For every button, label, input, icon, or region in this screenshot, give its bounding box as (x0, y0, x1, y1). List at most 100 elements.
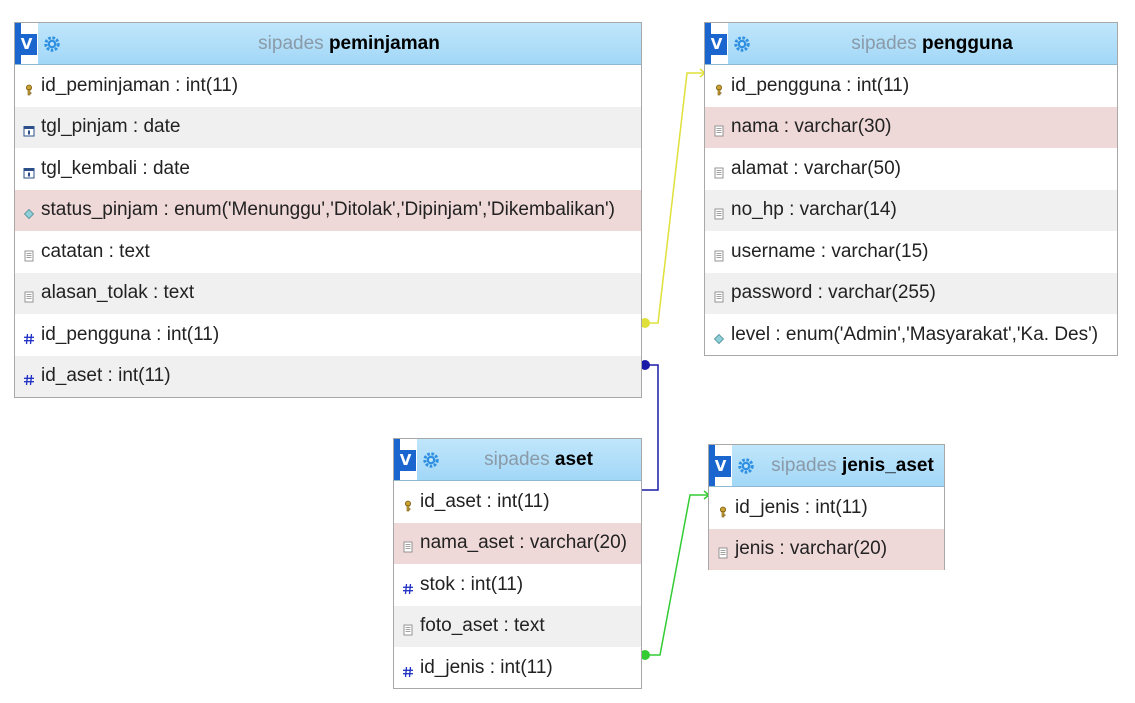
column-label: tgl_pinjam : date (41, 116, 181, 138)
column-label: status_pinjam : enum('Menunggu','Ditolak… (41, 199, 615, 221)
column-row[interactable]: id_pengguna : int(11) (15, 314, 641, 356)
table-name: pengguna (922, 32, 1013, 54)
column-row[interactable]: jenis : varchar(20) (709, 528, 944, 570)
gear-icon[interactable] (43, 35, 61, 53)
table-header[interactable]: V sipades peminjaman (15, 23, 641, 65)
toggle-button[interactable]: V (705, 23, 728, 64)
table-name: jenis_aset (841, 454, 934, 476)
enum-icon (23, 204, 35, 220)
table-jenis-aset[interactable]: V sipades jenis_aset id_jenis : int(11) j… (708, 444, 945, 570)
column-label: tgl_kembali : date (41, 157, 190, 179)
column-row[interactable]: nama : varchar(30) (705, 106, 1117, 148)
text-icon (717, 543, 729, 559)
toggle-icon[interactable]: V (710, 456, 731, 477)
column-row[interactable]: tgl_pinjam : date (15, 106, 641, 148)
database-name: sipades (258, 32, 324, 54)
table-header[interactable]: V sipades aset (394, 439, 641, 481)
text-icon (23, 287, 35, 303)
toggle-button[interactable]: V (709, 445, 732, 486)
column-row[interactable]: id_jenis : int(11) (709, 487, 944, 529)
column-row[interactable]: username : varchar(15) (705, 231, 1117, 273)
column-label: id_pengguna : int(11) (41, 323, 220, 345)
key-icon (713, 80, 725, 96)
column-row[interactable]: no_hp : varchar(14) (705, 189, 1117, 231)
column-label: id_jenis : int(11) (735, 496, 868, 518)
relation-aset-jenis-aset[interactable] (640, 490, 711, 660)
column-row[interactable]: alamat : varchar(50) (705, 148, 1117, 190)
table-name: aset (554, 448, 593, 470)
key-icon (402, 496, 414, 512)
column-label: nama : varchar(30) (731, 116, 892, 138)
column-list: id_jenis : int(11) jenis : varchar(20) (709, 487, 944, 570)
table-peminjaman[interactable]: V sipades peminjaman id_peminjaman : int… (14, 22, 642, 398)
key-icon (717, 502, 729, 518)
column-row[interactable]: id_peminjaman : int(11) (15, 65, 641, 107)
toggle-button[interactable]: V (394, 439, 417, 480)
column-row[interactable]: foto_aset : text (394, 605, 641, 647)
column-list: id_pengguna : int(11) nama : varchar(30) a… (705, 65, 1117, 356)
column-row[interactable]: id_aset : int(11) (394, 481, 641, 523)
enum-icon (713, 329, 725, 344)
table-aset[interactable]: V sipades aset id_aset : int(11) nama_ase… (393, 438, 642, 689)
text-icon (713, 121, 725, 137)
database-name: sipades (484, 448, 550, 470)
table-header[interactable]: V sipades pengguna (705, 23, 1117, 65)
gear-icon[interactable] (422, 451, 440, 469)
column-label: id_jenis : int(11) (420, 656, 553, 678)
table-header[interactable]: V sipades jenis_aset (709, 445, 944, 487)
table-pengguna[interactable]: V sipades pengguna id_pengguna : int(11)… (704, 22, 1118, 356)
text-icon (713, 204, 725, 220)
column-label: no_hp : varchar(14) (731, 199, 897, 221)
column-label: alasan_tolak : text (41, 282, 195, 304)
toggle-button[interactable]: V (15, 23, 38, 64)
column-list: id_aset : int(11) nama_aset : varchar(20)… (394, 481, 641, 689)
column-label: alamat : varchar(50) (731, 157, 902, 179)
relation-peminjaman-pengguna[interactable] (640, 68, 707, 328)
column-label: username : varchar(15) (731, 240, 929, 262)
column-row[interactable]: catatan : text (15, 231, 641, 273)
text-icon (713, 246, 725, 262)
calendar-icon (23, 121, 35, 137)
column-row[interactable]: id_pengguna : int(11) (705, 65, 1117, 107)
table-title: sipades jenis_aset (709, 455, 944, 477)
table-name: peminjaman (328, 32, 440, 54)
column-label: stok : int(11) (420, 573, 524, 595)
column-row[interactable]: level : enum('Admin','Masyarakat','Ka. D… (705, 314, 1117, 356)
column-row[interactable]: nama_aset : varchar(20) (394, 522, 641, 564)
column-row[interactable]: stok : int(11) (394, 564, 641, 606)
text-icon (23, 246, 35, 262)
column-label: password : varchar(255) (731, 282, 936, 304)
column-label: id_aset : int(11) (420, 490, 550, 512)
table-title: sipades aset (394, 449, 641, 471)
hash-icon (23, 370, 35, 386)
column-row[interactable]: status_pinjam : enum('Menunggu','Ditolak… (15, 189, 641, 231)
toggle-icon[interactable]: V (395, 450, 416, 471)
column-label: jenis : varchar(20) (735, 538, 888, 560)
text-icon (402, 537, 414, 553)
database-name: sipades (771, 454, 837, 476)
relation-peminjaman-aset[interactable] (640, 360, 659, 491)
column-row[interactable]: id_jenis : int(11) (394, 647, 641, 689)
table-title: sipades pengguna (705, 33, 1117, 55)
column-label: id_peminjaman : int(11) (41, 74, 239, 96)
text-icon (402, 620, 414, 636)
database-name: sipades (851, 32, 917, 54)
column-label: nama_aset : varchar(20) (420, 532, 627, 554)
gear-icon[interactable] (737, 457, 755, 475)
column-label: level : enum('Admin','Masyarakat','Ka. D… (731, 323, 1099, 345)
column-label: id_pengguna : int(11) (731, 74, 910, 96)
toggle-icon[interactable]: V (16, 34, 37, 55)
column-label: foto_aset : text (420, 615, 545, 637)
column-row[interactable]: alasan_tolak : text (15, 272, 641, 314)
key-icon (23, 80, 35, 96)
table-title: sipades peminjaman (15, 33, 641, 55)
column-row[interactable]: password : varchar(255) (705, 272, 1117, 314)
hash-icon (23, 329, 35, 344)
column-row[interactable]: id_aset : int(11) (15, 355, 641, 397)
toggle-icon[interactable]: V (706, 34, 727, 55)
column-label: id_aset : int(11) (41, 365, 171, 387)
text-icon (713, 287, 725, 303)
column-row[interactable]: tgl_kembali : date (15, 148, 641, 190)
gear-icon[interactable] (733, 35, 751, 53)
